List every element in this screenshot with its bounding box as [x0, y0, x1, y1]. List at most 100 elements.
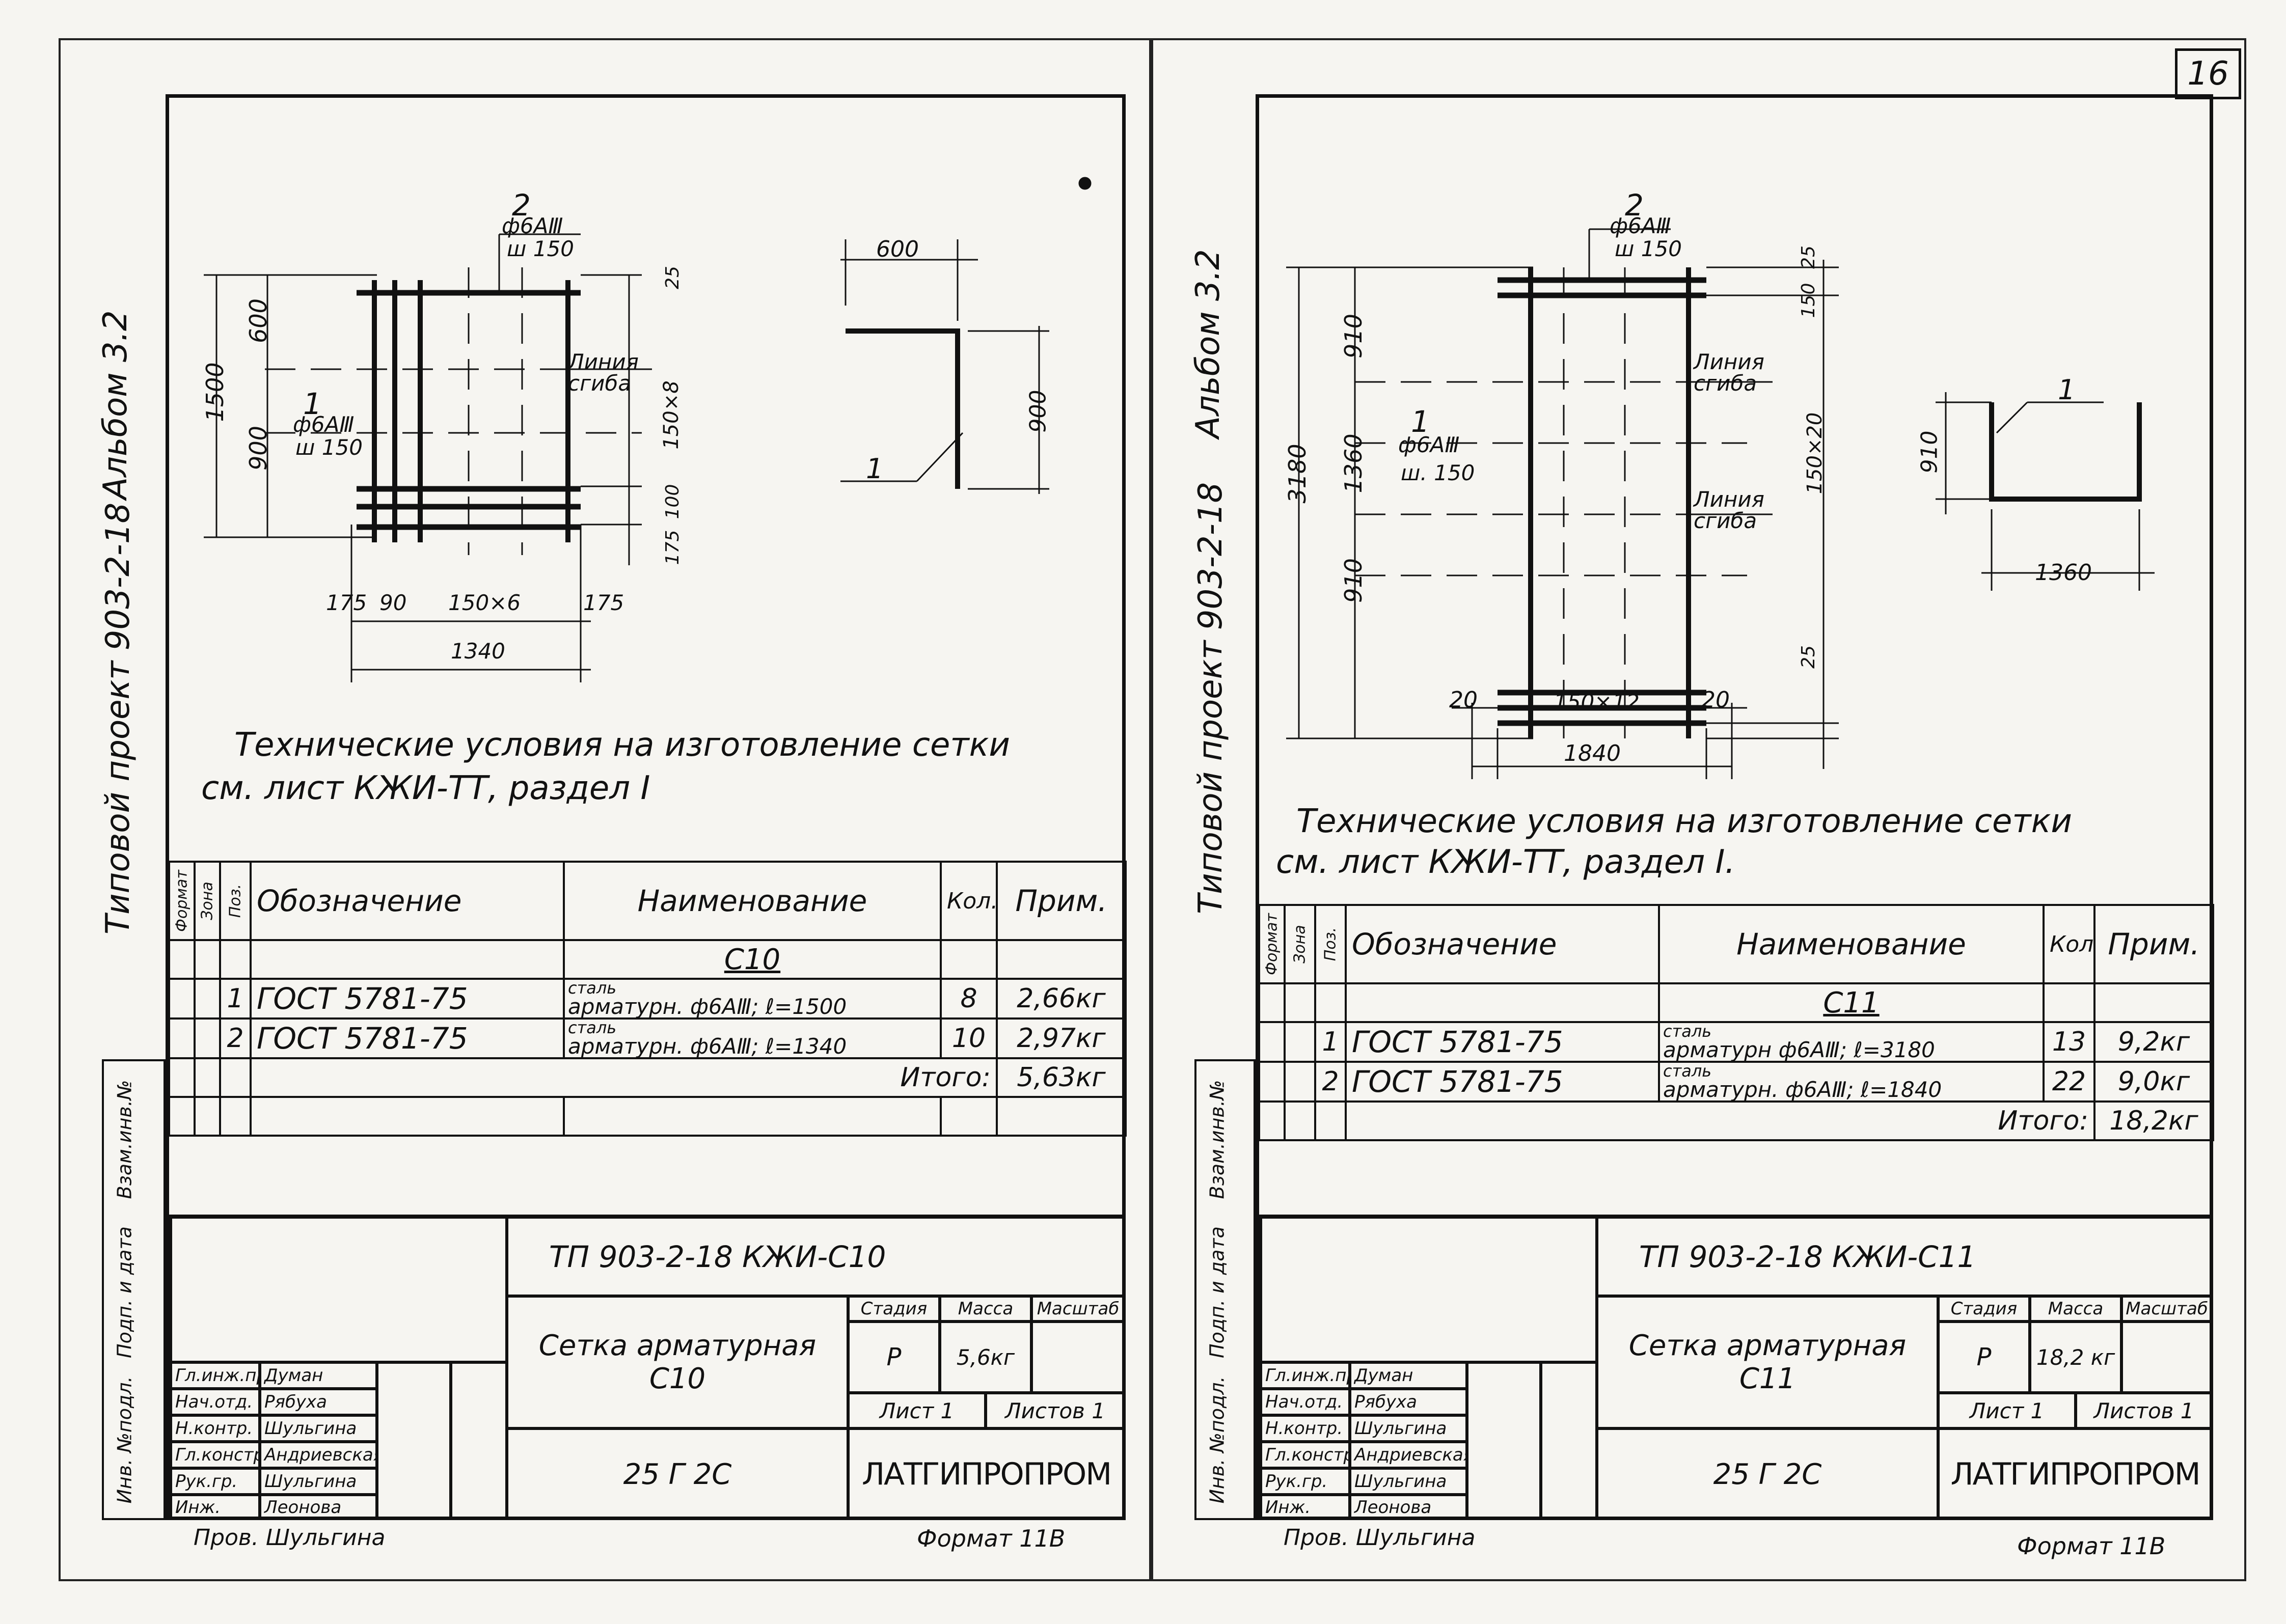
right-tb-name-1: Думан	[1350, 1362, 1467, 1389]
left-spec-group: С10	[563, 939, 942, 980]
left-title-block: ТП 903-2-18 КЖИ-С10 Сетка арматурная С10…	[168, 1215, 1125, 1520]
right-row1-designation: ГОСТ 5781-75	[1345, 1021, 1660, 1063]
left-row2-note: 2,97кг	[996, 1017, 1127, 1059]
right-note-line-2: см. лист КЖИ-ТТ, раздел Ⅰ.	[1276, 843, 1735, 881]
left-total-value: 5,63кг	[996, 1057, 1127, 1098]
right-dim-mid: 1360	[1340, 433, 1367, 493]
left-tb-mark: 25 Г 2С	[507, 1428, 848, 1520]
right-fold-label-1: Линия сгиба	[1694, 349, 1764, 396]
left-tb-role-3: Н.контр.	[171, 1415, 260, 1442]
right-tb-code: ТП 903-2-18 КЖИ-С11	[1597, 1217, 2212, 1296]
left-dim-right-mid: 150×8	[660, 380, 683, 450]
right-row1-qty: 13	[2043, 1021, 2096, 1063]
right-dim-b1: 20	[1449, 687, 1478, 713]
sheet-left-border	[59, 38, 1151, 1581]
left-tb-org: ЛАТГИПРОПРОМ	[848, 1428, 1125, 1520]
left-bar-top-dia: ф6АⅢ	[502, 213, 563, 238]
right-tb-title-1: Сетка арматурная	[1628, 1329, 1907, 1362]
left-tb-title-2: С10	[649, 1362, 706, 1395]
right-dim-total-h: 3180	[1284, 444, 1311, 504]
right-side-strip	[1194, 1059, 1256, 1520]
right-album-label: Альбом 3.2	[1189, 249, 1227, 438]
left-row2-name-2: арматурн. ф6АⅢ; ℓ=1340	[568, 1034, 847, 1058]
right-tb-scale-label: Масштаб	[2121, 1296, 2212, 1322]
left-note-line-1: Технические условия на изготовление сетк…	[234, 726, 1010, 764]
left-dim-right-bot: 175	[662, 530, 683, 565]
left-tb-sheet: Лист 1	[848, 1393, 986, 1428]
right-row1-name-2: арматурн ф6АⅢ; ℓ=3180	[1663, 1037, 1935, 1062]
right-checked: Пров. Шульгина	[1284, 1525, 1476, 1551]
right-profile-bottom: 1360	[2035, 560, 2092, 586]
left-tb-sign-col	[377, 1362, 451, 1520]
right-tb-role-1: Гл.инж.пр.	[1261, 1362, 1350, 1389]
left-dim-bottom: 900	[244, 426, 272, 471]
left-tb-scale-label: Масштаб	[1031, 1296, 1125, 1322]
left-tb-date-col	[451, 1362, 507, 1520]
right-tb-name-6: Леонова	[1350, 1495, 1467, 1520]
left-side-strip	[102, 1059, 166, 1520]
left-row2-qty: 10	[940, 1017, 998, 1059]
left-row1-name-1: сталь	[568, 979, 617, 998]
left-dim-b1: 175	[326, 590, 367, 615]
page-number: 16	[2187, 55, 2229, 93]
right-row1-name-1: сталь	[1663, 1022, 1712, 1041]
right-row2-pos: 2	[1314, 1061, 1347, 1103]
right-format: Формат 11В	[2017, 1532, 2166, 1560]
right-head-qty: Кол.	[2043, 904, 2096, 984]
right-tb-org: ЛАТГИПРОПРОМ	[1938, 1428, 2212, 1520]
right-tb-name-4: Андриевская	[1350, 1442, 1467, 1468]
left-tb-grid-top	[171, 1217, 507, 1362]
right-head-pos: Поз.	[1314, 904, 1347, 984]
left-profile-side: 900	[1025, 390, 1051, 433]
right-row2-designation: ГОСТ 5781-75	[1345, 1061, 1660, 1103]
right-dim-b2: 150×12	[1554, 690, 1640, 714]
left-row2-pos: 2	[219, 1017, 252, 1059]
left-row1-name: сталь арматурн. ф6АⅢ; ℓ=1500	[563, 978, 942, 1020]
right-tb-mass: 18,2 кг	[2030, 1322, 2121, 1393]
left-row2-name-1: сталь	[568, 1019, 617, 1037]
left-tb-role-5: Рук.гр.	[171, 1468, 260, 1495]
left-head-note: Прим.	[996, 861, 1127, 941]
right-bar-top-step: ш 150	[1615, 236, 1682, 261]
right-bar-left-step: ш. 150	[1401, 460, 1475, 485]
left-spec-table: Формат Зона Поз. Обозначение Наименовани…	[168, 861, 1127, 1137]
right-row2-name: сталь арматурн. ф6АⅢ; ℓ=1840	[1658, 1061, 2045, 1103]
left-bar-top-pos: 2	[512, 188, 531, 223]
left-bar-top-step: ш 150	[507, 236, 574, 261]
left-tb-sheets: Листов 1	[986, 1393, 1125, 1428]
right-tb-stage: Р	[1938, 1322, 2030, 1393]
right-tb-role-2: Нач.отд.	[1261, 1389, 1350, 1415]
right-total-label: Итого:	[1345, 1100, 2096, 1141]
right-spec-group: С11	[1658, 982, 2045, 1023]
right-tb-name-3: Шульгина	[1350, 1415, 1467, 1442]
left-format: Формат 11В	[917, 1525, 1066, 1552]
right-spec-table: Формат Зона Поз. Обозначение Наименовани…	[1258, 904, 2214, 1141]
left-mesh-drawing	[183, 168, 1126, 703]
left-dim-total-h: 1500	[201, 362, 229, 422]
left-head-qty: Кол.	[940, 861, 998, 941]
left-head-zone: Зона	[194, 861, 221, 941]
left-note-line-2: см. лист КЖИ-ТТ, раздел Ⅰ	[201, 769, 650, 807]
right-bar-left-dia: ф6АⅢ	[1398, 432, 1460, 457]
right-tb-scale	[2121, 1322, 2212, 1393]
right-tb-name-5: Шульгина	[1350, 1468, 1467, 1495]
left-tb-name-3: Шульгина	[260, 1415, 377, 1442]
left-fold-label: Линия сгиба	[568, 349, 639, 396]
left-project-label: Типовой проект 903-2-18	[99, 502, 137, 934]
left-tb-scale	[1031, 1322, 1125, 1393]
right-tb-sheet: Лист 1	[1938, 1393, 2076, 1428]
left-tb-stage-label: Стадия	[848, 1296, 940, 1322]
left-tb-role-6: Инж.	[171, 1495, 260, 1520]
right-tb-role-5: Рук.гр.	[1261, 1468, 1350, 1495]
right-tb-name-2: Рябуха	[1350, 1389, 1467, 1415]
left-dim-right-low: 100	[662, 484, 683, 519]
left-dim-right-top: 25	[662, 266, 683, 289]
left-head-designation: Обозначение	[250, 861, 565, 941]
left-checked: Пров. Шульгина	[194, 1525, 386, 1551]
right-tb-mark: 25 Г 2С	[1597, 1428, 1938, 1520]
left-row2-designation: ГОСТ 5781-75	[250, 1017, 565, 1059]
right-profile-pos: 1	[2058, 374, 2076, 406]
left-tb-mass: 5,6кг	[940, 1322, 1031, 1393]
right-dim-right-mid: 150×20	[1803, 412, 1827, 494]
left-row1-note: 2,66кг	[996, 978, 1127, 1020]
